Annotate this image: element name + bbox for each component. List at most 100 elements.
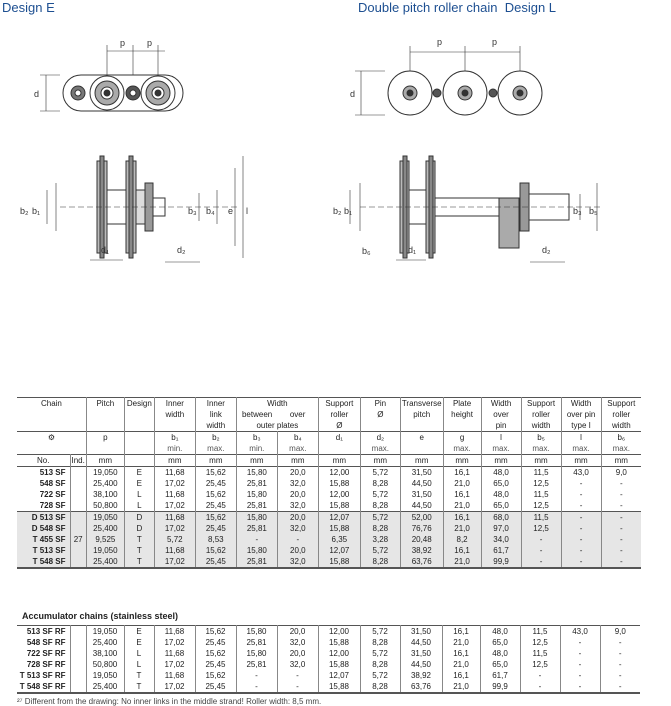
cell: 31,50 <box>399 466 444 478</box>
cell: 15,62 <box>194 648 236 659</box>
cell: 21,0 <box>441 681 480 693</box>
sym-10: g <box>442 431 482 443</box>
head2-11: over <box>480 409 522 420</box>
head1-1: Pitch <box>85 397 125 409</box>
head1-7: Pin <box>359 397 401 409</box>
cell: 11,68 <box>153 466 196 478</box>
head3-7: Ø <box>317 420 361 432</box>
cell: 3,28 <box>359 534 401 545</box>
head3-13: type I <box>560 420 602 432</box>
e-label-e: e <box>228 206 233 216</box>
sym-11: l <box>480 431 522 443</box>
cell: 16,1 <box>442 466 482 478</box>
cell: L <box>123 489 155 500</box>
cell: 44,50 <box>399 659 442 670</box>
cell: 32,0 <box>276 500 319 512</box>
cell: 65,0 <box>479 637 520 648</box>
sym-4: b₂ <box>194 431 237 443</box>
cell: 48,0 <box>480 489 522 500</box>
cell: L <box>123 659 154 670</box>
cell: - <box>560 478 602 489</box>
cell: 99,9 <box>479 681 520 693</box>
limit-3: min. <box>153 443 196 455</box>
limit-0 <box>17 443 86 455</box>
sym-8: d₂ <box>359 431 401 443</box>
b4-label-e: b₄ <box>206 206 215 216</box>
cell: 25,81 <box>235 500 278 512</box>
cell: T <box>123 545 155 556</box>
cell: 65,0 <box>480 500 522 512</box>
cell: - <box>276 670 318 681</box>
cell: 12,5 <box>520 500 562 512</box>
cell: 38,92 <box>399 545 444 556</box>
cell: - <box>559 637 600 648</box>
cell: 17,02 <box>153 681 195 693</box>
cell: T <box>123 534 155 545</box>
cell: 31,50 <box>399 625 442 637</box>
head1-5: Width <box>235 397 319 409</box>
cell: - <box>520 556 562 568</box>
cell: 12,07 <box>317 511 361 523</box>
pitch-label-e1: p <box>120 38 125 48</box>
limit-7 <box>317 443 361 455</box>
cell: 21,0 <box>442 556 482 568</box>
cell: 21,0 <box>441 637 480 648</box>
cell: 25,81 <box>235 478 278 489</box>
cell: 20,0 <box>276 489 319 500</box>
sym-3: b₁ <box>153 431 196 443</box>
b2-label-l: b₂ <box>333 206 342 216</box>
chain-name: 513 SF <box>39 468 66 477</box>
cell: - <box>235 670 277 681</box>
unit-0: mm <box>85 454 125 467</box>
b3-label-l: b₃ <box>573 206 582 216</box>
pitch-label-e2: p <box>147 38 152 48</box>
cell: 15,62 <box>194 511 237 523</box>
cell: 32,0 <box>276 659 318 670</box>
cell: 16,1 <box>442 545 482 556</box>
head1-9: Plate <box>442 397 482 409</box>
cell: 44,50 <box>399 500 444 512</box>
cell: 20,0 <box>276 511 319 523</box>
height-label-l: d <box>350 89 355 99</box>
cell: 15,80 <box>235 625 277 637</box>
limit-6: max. <box>276 443 319 455</box>
cell: 15,88 <box>317 500 361 512</box>
cell: 52,00 <box>399 511 444 523</box>
cell: 5,72 <box>359 489 401 500</box>
cell: 48,0 <box>479 625 520 637</box>
head2-12: roller <box>520 409 562 420</box>
head3-11: pin <box>480 420 522 432</box>
cell: T <box>123 681 154 693</box>
d1-label-l: d₁ <box>408 245 416 255</box>
cell: - <box>560 500 602 512</box>
cell: 65,0 <box>479 659 520 670</box>
cell: 8,53 <box>194 534 237 545</box>
chain-name: T 513 SF RF <box>19 671 66 680</box>
cell: 16,1 <box>441 625 480 637</box>
sym-7: d₁ <box>317 431 361 443</box>
chain-name: D 513 SF <box>31 513 66 522</box>
unit-ind: Ind. <box>69 454 87 467</box>
cell: - <box>600 500 642 512</box>
head2-13: over pin <box>560 409 602 420</box>
cell: 9,0 <box>600 466 642 478</box>
cell: 31,50 <box>399 489 444 500</box>
cell: 61,7 <box>480 545 522 556</box>
cell: - <box>559 659 600 670</box>
cell: - <box>560 511 602 523</box>
cell: 25,81 <box>235 523 278 534</box>
chain-name: 513 SF RF <box>26 627 66 636</box>
head1-3: Inner <box>153 397 196 409</box>
unit-6: mm <box>317 454 361 467</box>
cell: 5,72 <box>359 466 401 478</box>
unit-2: mm <box>153 454 196 467</box>
cell: 16,1 <box>442 489 482 500</box>
cell: 20,0 <box>276 648 318 659</box>
